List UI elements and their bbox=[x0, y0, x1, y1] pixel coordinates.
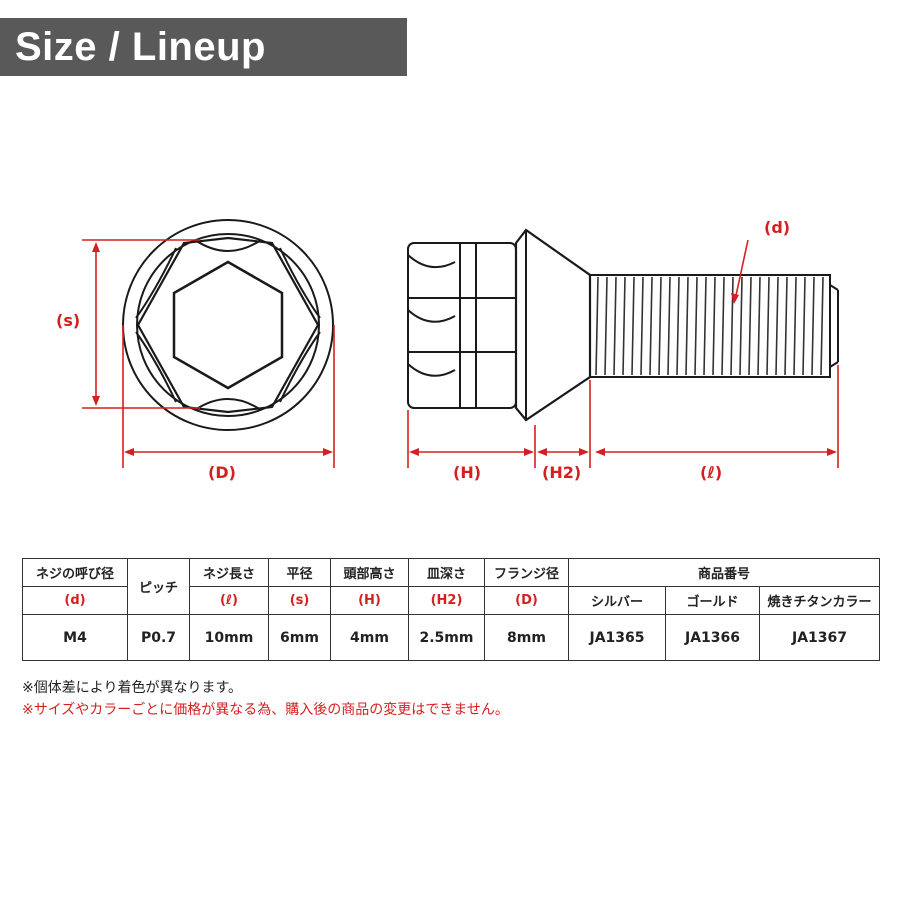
label-D: (D) bbox=[208, 463, 236, 482]
value-gold: JA1366 bbox=[665, 614, 760, 661]
dimension-lines bbox=[82, 239, 839, 468]
bolt-head-front-view bbox=[122, 219, 334, 431]
header-flat: 平径 bbox=[268, 558, 331, 587]
symbol-flat: (s) bbox=[268, 586, 331, 615]
value-thread: M4 bbox=[22, 614, 128, 661]
bolt-diagram: (s) (D) (H) (H2) (ℓ) (d) bbox=[56, 218, 839, 482]
table-row: M4 P0.7 10mm 6mm 4mm 2.5mm 8mm JA1365 JA… bbox=[22, 614, 880, 661]
color-gold: ゴールド bbox=[665, 586, 760, 615]
header-product: 商品番号 bbox=[568, 558, 880, 587]
value-flange: 8mm bbox=[484, 614, 569, 661]
value-pitch: P0.7 bbox=[127, 614, 190, 661]
label-s: (s) bbox=[56, 311, 80, 330]
color-silver: シルバー bbox=[568, 586, 666, 615]
label-H2: (H2) bbox=[542, 463, 581, 482]
note-no-exchange: ※サイズやカラーごとに価格が異なる為、購入後の商品の変更はできません。 bbox=[22, 702, 509, 718]
header-thread: ネジの呼び径 bbox=[22, 558, 128, 587]
symbol-dish: (H2) bbox=[408, 586, 485, 615]
value-flat: 6mm bbox=[268, 614, 331, 661]
symbol-head: (H) bbox=[330, 586, 409, 615]
color-titan: 焼きチタンカラー bbox=[759, 586, 880, 615]
label-H: (H) bbox=[453, 463, 481, 482]
symbol-thread: (d) bbox=[22, 586, 128, 615]
notes: ※個体差により着色が異なります。 ※サイズやカラーごとに価格が異なる為、購入後の… bbox=[22, 677, 509, 721]
value-dish: 2.5mm bbox=[408, 614, 485, 661]
header-flange: フランジ径 bbox=[484, 558, 569, 587]
header-dish: 皿深さ bbox=[408, 558, 485, 587]
note-color-variance: ※個体差により着色が異なります。 bbox=[22, 680, 243, 696]
header-head: 頭部高さ bbox=[330, 558, 409, 587]
symbol-length: (ℓ) bbox=[189, 586, 269, 615]
value-silver: JA1365 bbox=[568, 614, 666, 661]
label-d: (d) bbox=[764, 218, 790, 237]
bolt-side-view bbox=[407, 228, 839, 422]
header-length: ネジ長さ bbox=[189, 558, 269, 587]
header-pitch: ピッチ bbox=[127, 558, 190, 615]
page-title: Size / Lineup bbox=[0, 18, 407, 76]
symbol-flange: (D) bbox=[484, 586, 569, 615]
value-head: 4mm bbox=[330, 614, 409, 661]
spec-table: ネジの呼び径 ピッチ ネジ長さ 平径 頭部高さ 皿深さ フランジ径 商品番号 (… bbox=[22, 558, 880, 661]
label-l: (ℓ) bbox=[700, 463, 722, 482]
value-titan: JA1367 bbox=[759, 614, 880, 661]
value-length: 10mm bbox=[189, 614, 269, 661]
